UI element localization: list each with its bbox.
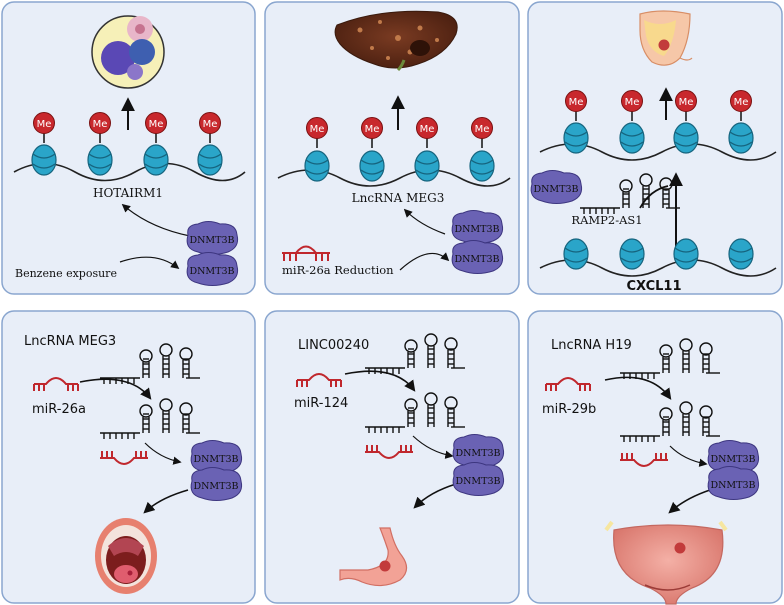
panel-1: [1, 1, 256, 295]
svg-text:Me: Me: [37, 119, 52, 130]
benzene-exposure-label: Benzene exposure: [15, 267, 117, 280]
methyl-group: Me: [730, 90, 752, 121]
nucleosome: [31, 144, 57, 176]
lnc-label-meg3-p4: LncRNA MEG3: [24, 334, 116, 349]
dnmt3b-protein: DNMT3B: [451, 210, 504, 244]
methyl-group: Me: [416, 117, 438, 148]
lncrna-structure: [365, 333, 465, 374]
lncrna-structure: [100, 343, 200, 384]
svg-text:Me: Me: [734, 97, 749, 108]
breast-icon: [639, 10, 693, 66]
methyl-group: Me: [565, 90, 587, 121]
mirna-reduction-icon: [282, 245, 330, 261]
dnmt3b-protein: DNMT3B: [451, 240, 504, 274]
mirna-label-26a: miR-26a: [32, 402, 86, 417]
dnmt3b-protein: DNMT3B: [452, 462, 505, 496]
methyl-group: Me: [89, 112, 111, 143]
svg-text:Me: Me: [679, 97, 694, 108]
svg-text:Me: Me: [625, 97, 640, 108]
methyl-group: Me: [361, 117, 383, 148]
mirna-glyph: [33, 377, 79, 391]
nucleosome: [304, 150, 330, 182]
panel-3: [527, 1, 783, 295]
nucleosome: [728, 122, 754, 154]
nucleosome: [619, 238, 645, 270]
lnc-label-ramp2: RAMP2-AS1: [571, 213, 642, 227]
svg-text:DNMT3B: DNMT3B: [533, 184, 578, 195]
nucleosome: [563, 122, 589, 154]
svg-text:DNMT3B: DNMT3B: [193, 454, 238, 465]
svg-text:DNMT3B: DNMT3B: [455, 476, 500, 487]
gene-label-hotairm1: HOTAIRM1: [93, 186, 163, 200]
nucleosome: [469, 150, 495, 182]
bladder-icon: [604, 520, 728, 605]
dnmt3b-protein: DNMT3B: [707, 466, 760, 500]
methyl-group: Me: [306, 117, 328, 148]
nucleosome: [673, 122, 699, 154]
blood-cells-icon: [91, 15, 165, 89]
lncrna-bound: [100, 398, 200, 439]
liver-icon: [334, 10, 458, 72]
svg-text:DNMT3B: DNMT3B: [455, 448, 500, 459]
dnmt3b-protein: DNMT3B: [190, 467, 243, 501]
svg-text:Me: Me: [203, 119, 218, 130]
mirna-label-29b: miR-29b: [542, 402, 596, 417]
mirna-glyph: [296, 373, 342, 387]
methyl-group: Me: [471, 117, 493, 148]
mirna-bound: [620, 453, 668, 467]
nucleosome: [563, 238, 589, 270]
methyl-group: Me: [145, 112, 167, 143]
svg-text:Me: Me: [420, 124, 435, 135]
methyl-group: Me: [675, 90, 697, 121]
svg-text:DNMT3B: DNMT3B: [454, 254, 499, 265]
svg-text:DNMT3B: DNMT3B: [454, 224, 499, 235]
nucleosome: [619, 122, 645, 154]
mouth-icon: [95, 518, 157, 594]
nucleosome: [87, 144, 113, 176]
mirna-bound: [365, 445, 413, 459]
svg-text:Me: Me: [149, 119, 164, 130]
mirna-bound: [100, 451, 148, 465]
svg-text:Me: Me: [569, 97, 584, 108]
methyl-group: Me: [33, 112, 55, 143]
nucleosome: [673, 238, 699, 270]
mirna-reduction-label: miR-26a Reduction: [282, 263, 394, 277]
gene-label-cxcl11: CXCL11: [626, 279, 681, 294]
lnc-label-h19: LncRNA H19: [551, 338, 632, 353]
svg-text:Me: Me: [310, 124, 325, 135]
methyl-group: Me: [621, 90, 643, 121]
svg-text:DNMT3B: DNMT3B: [710, 454, 755, 465]
svg-text:Me: Me: [93, 119, 108, 130]
lncrna-structure: [620, 338, 720, 379]
nucleosome: [728, 238, 754, 270]
mirna-glyph: [545, 377, 591, 391]
svg-text:DNMT3B: DNMT3B: [189, 266, 234, 277]
lncrna-bound: [620, 401, 720, 442]
lncrna-ramp2-as1: [580, 173, 680, 214]
svg-text:DNMT3B: DNMT3B: [193, 481, 238, 492]
lnc-label-linc00240: LINC00240: [298, 338, 369, 353]
dnmt3b-protein: DNMT3B: [186, 221, 239, 255]
svg-text:Me: Me: [475, 124, 490, 135]
gene-label-meg3: LncRNA MEG3: [352, 191, 445, 205]
dnmt3b-protein: DNMT3B: [186, 252, 239, 286]
svg-text:DNMT3B: DNMT3B: [710, 480, 755, 491]
mirna-label-124: miR-124: [294, 396, 348, 411]
lncrna-bound: [365, 392, 465, 433]
nucleosome: [359, 150, 385, 182]
svg-text:DNMT3B: DNMT3B: [189, 235, 234, 246]
methyl-group: Me: [199, 112, 221, 143]
stomach-icon: [339, 527, 408, 587]
nucleosome: [143, 144, 169, 176]
svg-text:Me: Me: [365, 124, 380, 135]
nucleosome: [414, 150, 440, 182]
nucleosome: [197, 144, 223, 176]
dnmt3b-protein: DNMT3B: [530, 170, 583, 204]
